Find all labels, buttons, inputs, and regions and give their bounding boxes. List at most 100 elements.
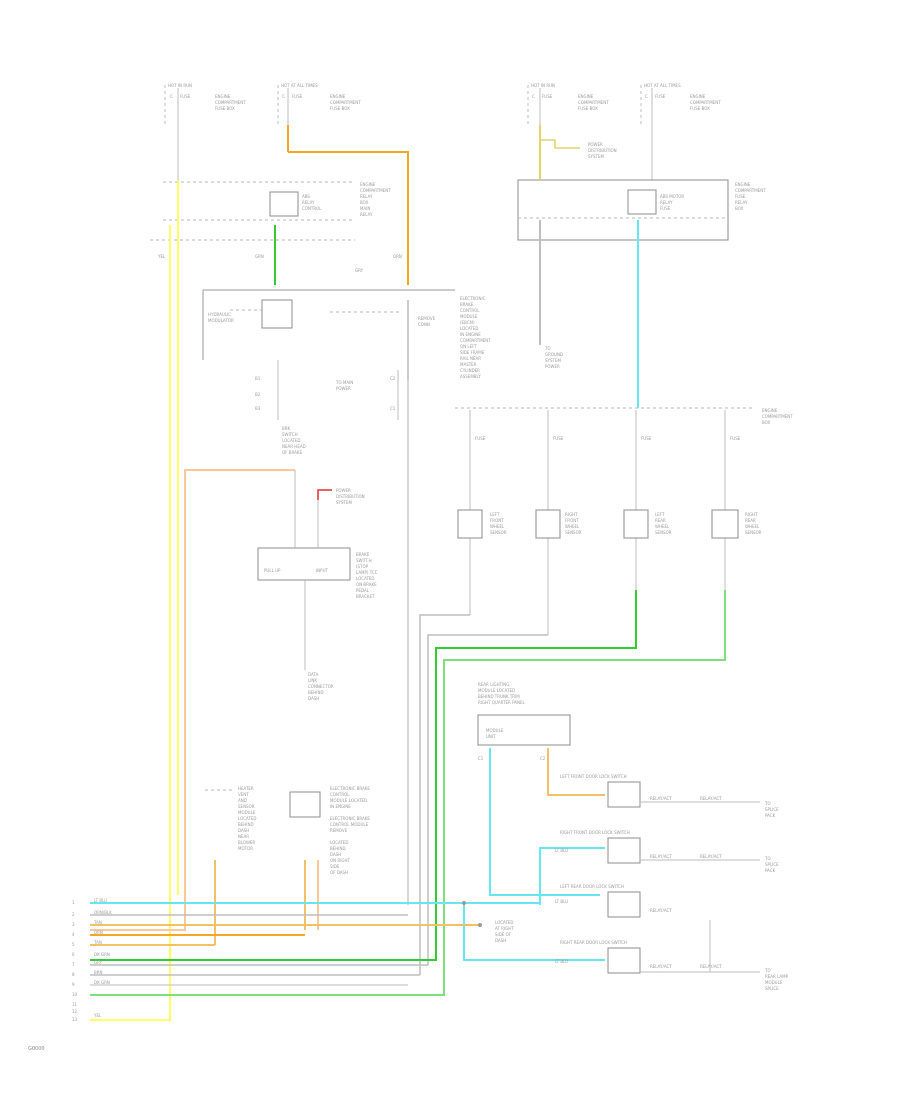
svg-text:FUSE: FUSE	[730, 436, 741, 441]
svg-text:ASSEMBLY: ASSEMBLY	[460, 374, 481, 379]
wire-light-orange	[90, 469, 295, 931]
svg-text:RIGHT: RIGHT	[745, 512, 758, 517]
svg-text:SIDE FRAME: SIDE FRAME	[460, 350, 485, 355]
svg-text:CONN: CONN	[418, 322, 430, 327]
svg-text:C2: C2	[390, 376, 396, 381]
svg-text:LOCATED: LOCATED	[330, 840, 349, 845]
heater-module: HEATER VENT AND SENSOR MODULE LOCATED BE…	[205, 786, 257, 945]
switch-module: POWER DISTRIBUTION SYSTEM PULL UP INPUT …	[257, 470, 378, 701]
svg-text:AND: AND	[238, 798, 247, 803]
svg-text:MODULE: MODULE	[238, 810, 256, 815]
svg-text:C2: C2	[540, 756, 546, 761]
svg-text:VENT: VENT	[238, 792, 249, 797]
svg-text:MODULE: MODULE	[765, 980, 783, 985]
svg-text:MODULATOR: MODULATOR	[208, 318, 234, 323]
svg-text:BOX: BOX	[762, 420, 771, 425]
svg-text:BRACKET: BRACKET	[356, 594, 375, 599]
svg-text:WHEEL: WHEEL	[565, 524, 580, 529]
svg-text:ORN/BLK: ORN/BLK	[94, 910, 112, 915]
svg-text:LEFT REAR DOOR LOCK SWITCH: LEFT REAR DOOR LOCK SWITCH	[560, 884, 624, 889]
svg-text:HOT IN RUN: HOT IN RUN	[168, 83, 192, 88]
switch-rf: RIGHT FRONT DOOR LOCK SWITCH RELAY/ACT R…	[539, 830, 779, 905]
svg-text:LAMP) TCC: LAMP) TCC	[356, 570, 378, 575]
svg-text:OF BRAKE: OF BRAKE	[282, 450, 302, 455]
svg-text:FUSE: FUSE	[180, 94, 191, 99]
wire-gray-lf	[419, 614, 470, 975]
svg-text:RELAY/ACT: RELAY/ACT	[650, 796, 672, 801]
svg-text:HOT AT ALL TIMES: HOT AT ALL TIMES	[281, 83, 318, 88]
svg-text:RELAY/ACT: RELAY/ACT	[700, 964, 722, 969]
svg-text:REAR: REAR	[745, 518, 756, 523]
svg-text:IN ENGINE: IN ENGINE	[330, 804, 351, 809]
svg-text:RAIL NEAR: RAIL NEAR	[460, 356, 481, 361]
svg-text:TO MAIN: TO MAIN	[335, 380, 353, 385]
svg-text:PACK: PACK	[765, 813, 776, 818]
pin-number: 13	[72, 1017, 78, 1022]
svg-text:SWITCH: SWITCH	[282, 432, 298, 437]
svg-text:MODULE LOCATED: MODULE LOCATED	[478, 688, 515, 693]
svg-text:MASTER: MASTER	[460, 362, 477, 367]
svg-text:FUSE BOX: FUSE BOX	[330, 106, 350, 111]
wire-green-lr	[90, 590, 637, 961]
svg-text:REMOVE: REMOVE	[330, 828, 348, 833]
svg-text:LEFT: LEFT	[490, 512, 500, 517]
svg-text:FRONT: FRONT	[490, 518, 504, 523]
svg-text:ENGINE: ENGINE	[330, 94, 346, 99]
lamp-module: REAR LIGHTING MODULE LOCATED BEHIND TRUN…	[477, 682, 571, 761]
svg-text:DASH: DASH	[238, 828, 249, 833]
svg-text:BOX: BOX	[735, 206, 744, 211]
svg-text:PACK: PACK	[765, 868, 776, 873]
svg-text:(STOP: (STOP	[356, 564, 369, 569]
svg-text:NEAR: NEAR	[238, 834, 249, 839]
svg-text:DISTRIBUTION: DISTRIBUTION	[588, 148, 617, 153]
wheel-speed-sensor-rf: FUSE RIGHT FRONT WHEEL SENSOR	[535, 410, 582, 635]
svg-text:ENGINE: ENGINE	[578, 94, 594, 99]
svg-text:LOCATED: LOCATED	[238, 816, 257, 821]
svg-text:RIGHT REAR DOOR LOCK SWITCH: RIGHT REAR DOOR LOCK SWITCH	[560, 940, 627, 945]
svg-text:BLOWER: BLOWER	[238, 840, 255, 845]
svg-text:LOCATED: LOCATED	[282, 438, 301, 443]
svg-text:DASH: DASH	[495, 938, 506, 943]
svg-text:RELAY/ACT: RELAY/ACT	[700, 796, 722, 801]
svg-text:GRY: GRY	[94, 960, 103, 965]
svg-text:SENSOR: SENSOR	[490, 530, 507, 535]
abs-control-module: HYDRAULIC MODULATOR REMOVE CONN ELECTRON…	[202, 289, 491, 455]
svg-text:FUSE BOX: FUSE BOX	[578, 106, 598, 111]
svg-text:SIDE: SIDE	[330, 864, 340, 869]
svg-text:ORN: ORN	[393, 254, 402, 259]
svg-text:WHEEL: WHEEL	[655, 524, 670, 529]
svg-text:COMPARTMENT: COMPARTMENT	[215, 100, 246, 105]
svg-text:C1: C1	[390, 406, 396, 411]
sensor-connector-bar: ENGINE COMPARTMENT BOX	[455, 407, 793, 425]
svg-text:FUSE: FUSE	[475, 436, 486, 441]
ebcm-power-module: ELECTRONIC BRAKE CONTROL MODULE LOCATED …	[289, 786, 370, 930]
svg-text:MODULE: MODULE	[460, 314, 478, 319]
wire-green-rr	[90, 590, 726, 996]
svg-text:BRN: BRN	[94, 970, 103, 975]
svg-text:POWER: POWER	[336, 386, 351, 391]
svg-text:COMPARTMENT: COMPARTMENT	[762, 414, 793, 419]
svg-text:WHEEL: WHEEL	[490, 524, 505, 529]
pin-number: 11	[72, 1002, 78, 1007]
svg-text:SENSOR: SENSOR	[745, 530, 762, 535]
wheel-speed-sensor-lf: FUSE LEFT FRONT WHEEL SENSOR	[457, 410, 507, 615]
wire-yellow	[90, 225, 171, 1021]
svg-text:TAN: TAN	[93, 940, 102, 945]
svg-text:SPLICE: SPLICE	[765, 862, 779, 867]
svg-text:TO: TO	[764, 968, 771, 973]
svg-text:DISTRIBUTION: DISTRIBUTION	[336, 494, 365, 499]
svg-text:BEHIND: BEHIND	[330, 846, 346, 851]
svg-text:ENGINE: ENGINE	[690, 94, 706, 99]
svg-text:WHEEL: WHEEL	[745, 524, 760, 529]
svg-text:COMPARTMENT: COMPARTMENT	[360, 188, 391, 193]
svg-text:IN ENGINE: IN ENGINE	[460, 332, 481, 337]
svg-text:RELAY/ACT: RELAY/ACT	[650, 964, 672, 969]
svg-text:UNIT: UNIT	[486, 734, 496, 739]
svg-text:RIGHT QUARTER PANEL: RIGHT QUARTER PANEL	[478, 700, 526, 705]
svg-text:COMPARTMENT: COMPARTMENT	[690, 100, 721, 105]
svg-text:TO: TO	[764, 856, 771, 861]
svg-text:LINK: LINK	[308, 678, 317, 683]
svg-text:CYLINDER: CYLINDER	[460, 368, 480, 373]
